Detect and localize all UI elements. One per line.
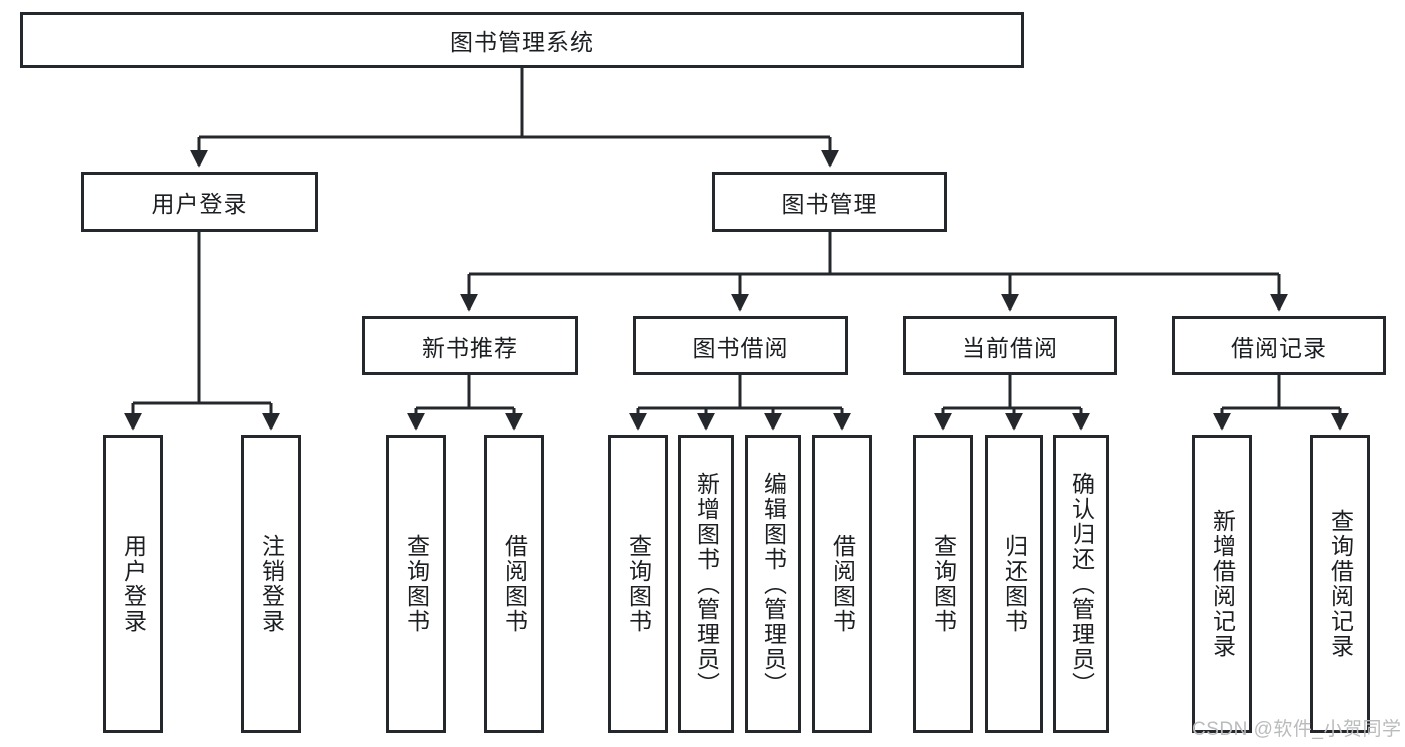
node-leaf-add-book[interactable]: 新增图书（管理员）	[678, 435, 734, 733]
node-label: 查询借阅记录	[1327, 509, 1354, 659]
node-leaf-confirm-return[interactable]: 确认归还（管理员）	[1053, 435, 1109, 733]
node-label: 新增图书（管理员）	[693, 471, 720, 697]
node-leaf-query-book-3[interactable]: 查询图书	[913, 435, 973, 733]
node-leaf-edit-book[interactable]: 编辑图书（管理员）	[745, 435, 801, 733]
node-book-management[interactable]: 图书管理	[712, 172, 947, 232]
node-leaf-query-book-2[interactable]: 查询图书	[608, 435, 668, 733]
node-label: 用户登录	[120, 534, 147, 634]
node-leaf-query-record[interactable]: 查询借阅记录	[1310, 435, 1370, 733]
node-label: 注销登录	[258, 534, 285, 634]
node-borrow-record[interactable]: 借阅记录	[1172, 316, 1386, 375]
node-leaf-borrow-book-2[interactable]: 借阅图书	[812, 435, 872, 733]
node-new-book-recommend[interactable]: 新书推荐	[362, 316, 578, 375]
node-leaf-query-book-1[interactable]: 查询图书	[386, 435, 446, 733]
node-leaf-add-record[interactable]: 新增借阅记录	[1192, 435, 1252, 733]
node-leaf-logout[interactable]: 注销登录	[241, 435, 301, 733]
node-current-borrow[interactable]: 当前借阅	[903, 316, 1117, 375]
node-user-login[interactable]: 用户登录	[81, 172, 318, 232]
watermark-text: CSDN @软件_小贺同学	[1192, 719, 1402, 740]
node-leaf-borrow-book-1[interactable]: 借阅图书	[484, 435, 544, 733]
node-label: 归还图书	[1001, 534, 1028, 634]
node-label: 新增借阅记录	[1209, 509, 1236, 659]
node-book-borrow[interactable]: 图书借阅	[633, 316, 848, 375]
node-label: 借阅图书	[829, 534, 856, 634]
node-label: 确认归还（管理员）	[1068, 471, 1095, 697]
node-title[interactable]: 图书管理系统	[20, 12, 1024, 68]
node-label: 编辑图书（管理员）	[760, 471, 787, 697]
node-label: 查询图书	[930, 534, 957, 634]
node-leaf-user-login[interactable]: 用户登录	[103, 435, 163, 733]
node-label: 借阅图书	[501, 534, 528, 634]
node-label: 查询图书	[625, 534, 652, 634]
node-label: 查询图书	[403, 534, 430, 634]
node-leaf-return-book[interactable]: 归还图书	[985, 435, 1043, 733]
